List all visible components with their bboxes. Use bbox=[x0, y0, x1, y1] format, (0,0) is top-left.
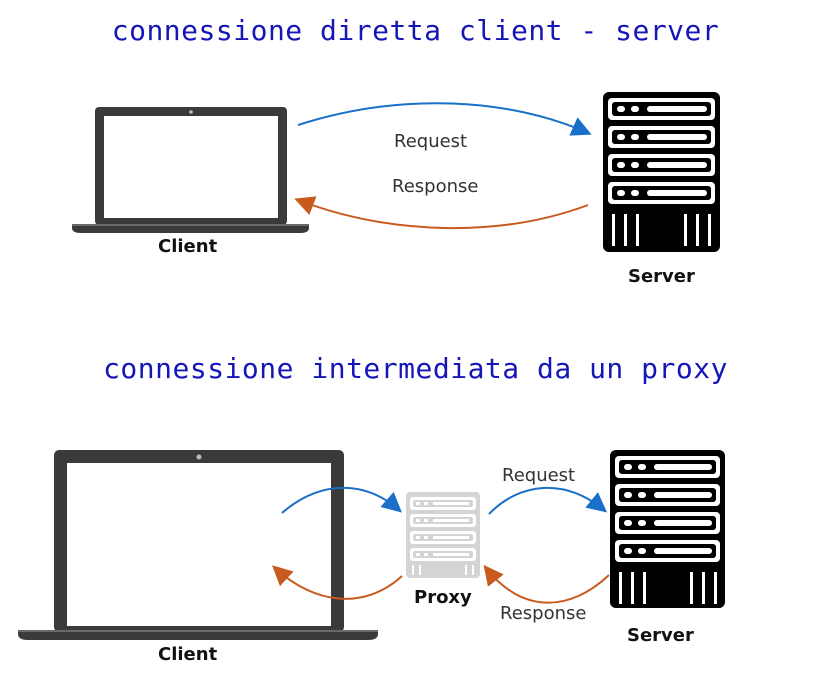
proxy-to-server-request-arrow bbox=[488, 487, 608, 515]
client-caption: Client bbox=[158, 644, 218, 665]
server-icon bbox=[610, 450, 725, 608]
request-label: Request bbox=[394, 131, 468, 152]
server-to-proxy-response-arrow bbox=[483, 564, 610, 604]
response-arrow bbox=[294, 196, 589, 230]
request-arrow bbox=[297, 102, 592, 136]
laptop-icon bbox=[18, 450, 378, 640]
response-label: Response bbox=[392, 176, 479, 197]
proxy-to-client-response-arrow bbox=[272, 565, 403, 600]
response-label: Response bbox=[500, 603, 587, 624]
diagram-title-proxy: connessione intermediata da un proxy bbox=[103, 352, 728, 385]
server-icon bbox=[603, 92, 720, 252]
server-caption: Server bbox=[627, 625, 694, 646]
proxy-caption: Proxy bbox=[414, 587, 472, 608]
proxy-server-icon bbox=[406, 492, 480, 578]
client-to-proxy-request-arrow bbox=[281, 486, 403, 514]
diagram-title-direct: connessione diretta client - server bbox=[111, 14, 720, 47]
request-label: Request bbox=[502, 465, 576, 486]
laptop-icon bbox=[72, 107, 309, 233]
client-caption: Client bbox=[158, 236, 218, 257]
server-caption: Server bbox=[628, 266, 695, 287]
